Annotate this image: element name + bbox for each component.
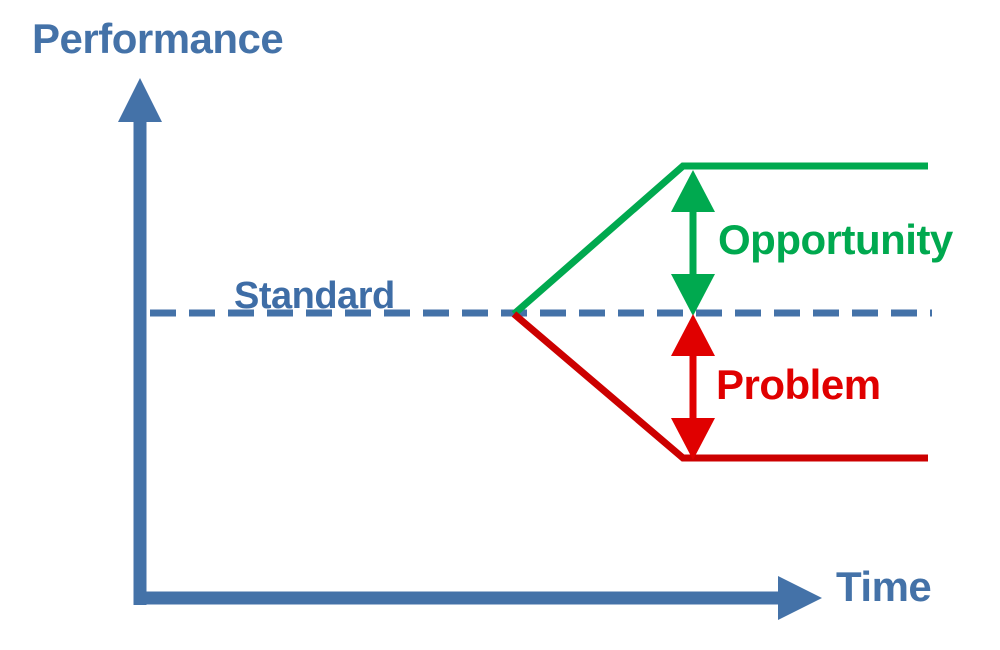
- opportunity-gap-shaft: [689, 196, 697, 288]
- opportunity-label: Opportunity: [718, 216, 953, 263]
- problem-gap-arrowhead-down-icon: [671, 418, 715, 460]
- y-axis-arrowhead-icon: [118, 78, 162, 122]
- problem-polyline: [511, 311, 928, 462]
- opportunity-gap-arrowhead-up-icon: [671, 170, 715, 212]
- x-axis-line: [133, 591, 799, 605]
- opportunity-gap-arrowhead-down-icon: [671, 274, 715, 316]
- problem-gap-arrow: [671, 314, 715, 460]
- y-axis-line: [133, 100, 147, 605]
- y-axis-label: Performance: [32, 15, 284, 62]
- opportunity-polyline: [511, 162, 928, 317]
- standard-line-label: Standard: [234, 275, 395, 317]
- problem-label: Problem: [716, 361, 881, 408]
- opportunity-gap-arrow: [671, 170, 715, 316]
- problem-series-line: [511, 311, 928, 462]
- x-axis-label: Time: [836, 563, 932, 610]
- axis-group: [118, 78, 822, 620]
- opportunity-series-line: [511, 162, 928, 317]
- x-axis-arrowhead-icon: [778, 576, 822, 620]
- problem-gap-arrowhead-up-icon: [671, 314, 715, 356]
- problem-gap-shaft: [689, 340, 697, 432]
